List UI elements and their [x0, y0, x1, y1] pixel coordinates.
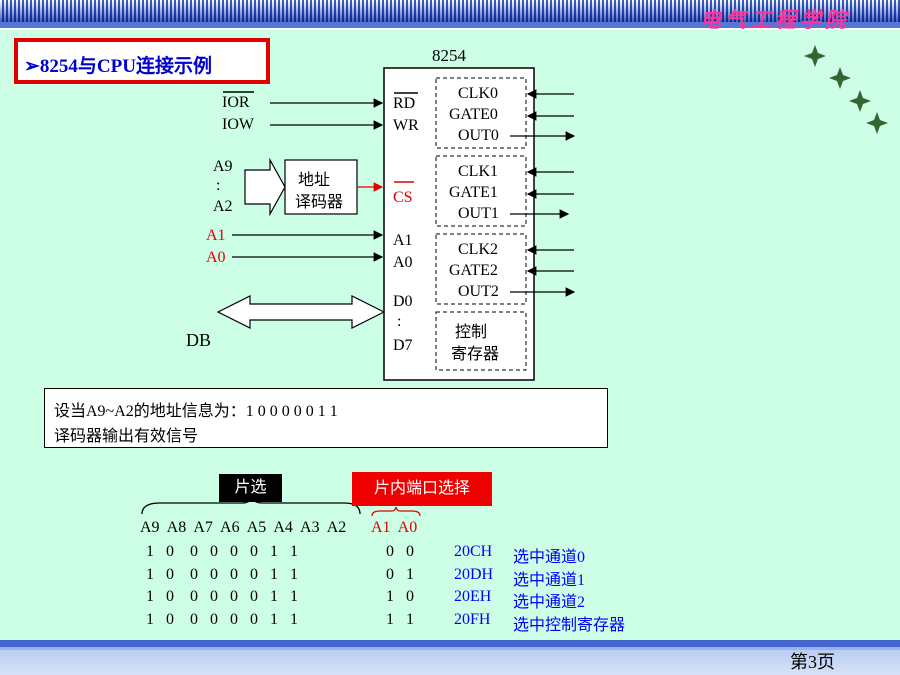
table-row-1-desc: 选中通道1	[513, 572, 586, 589]
school-name: 电气工程学院	[700, 7, 850, 32]
address-block-arrow	[244, 157, 286, 217]
iow-label: IOW	[222, 116, 254, 133]
table-row-3-addr: 20FH	[454, 611, 491, 628]
port-select-label: 片内端口选择	[352, 472, 492, 506]
table-row-2-high: 1 0 0 0 0 0 1 1	[146, 588, 298, 605]
clk1-label: CLK1	[458, 163, 498, 180]
control-label-line2: 寄存器	[451, 346, 500, 363]
d0-d7-colon: :	[397, 313, 402, 330]
out1-label: OUT1	[458, 205, 499, 222]
control-register-box	[435, 311, 527, 371]
chip-8254-body	[383, 67, 535, 381]
cpu-a0-label: A0	[206, 249, 226, 266]
db-label: DB	[186, 330, 212, 350]
a0-pin: A0	[393, 254, 413, 271]
table-row-2-desc: 选中通道2	[513, 594, 586, 611]
d0-pin: D0	[393, 293, 413, 310]
wr-pin: WR	[393, 117, 419, 134]
table-row-0-high: 1 0 0 0 0 0 1 1	[146, 543, 298, 560]
rd-pin: RD	[393, 95, 416, 112]
cpu-a1-label: A1	[206, 227, 226, 244]
gate2-label: GATE2	[449, 262, 498, 279]
info-line-1: 设当A9~A2的地址信息为：1 0 0 0 0 0 1 1	[54, 403, 338, 420]
top-banner-line	[0, 22, 900, 28]
a2-label: A2	[213, 198, 233, 215]
table-header-low: A1 A0	[371, 519, 418, 536]
clk2-label: CLK2	[458, 241, 498, 258]
a9-a2-colon: :	[216, 177, 221, 194]
table-row-1-high: 1 0 0 0 0 0 1 1	[146, 566, 298, 583]
table-row-0-addr: 20CH	[454, 543, 493, 560]
bottom-banner-fill	[0, 650, 900, 675]
table-row-0-low: 0 0	[386, 543, 414, 560]
table-row-3-low: 1 1	[386, 611, 414, 628]
cs-pin: CS	[393, 189, 413, 206]
counter0-box	[435, 77, 527, 149]
out2-label: OUT2	[458, 283, 499, 300]
table-row-0-desc: 选中通道0	[513, 549, 586, 566]
table-row-1-low: 0 1	[386, 566, 414, 583]
counter1-box	[435, 155, 527, 227]
bottom-banner	[0, 640, 900, 647]
top-banner-divider	[0, 28, 900, 30]
data-bus-arrow	[216, 295, 386, 329]
counter2-box	[435, 233, 527, 305]
decoder-label-line1: 地址	[298, 172, 331, 189]
top-banner	[0, 0, 900, 22]
info-line-2: 译码器输出有效信号	[54, 428, 199, 445]
ior-label: IOR	[222, 94, 250, 111]
bottom-banner-line	[0, 647, 900, 650]
table-row-3-high: 1 0 0 0 0 0 1 1	[146, 611, 298, 628]
d7-pin: D7	[393, 337, 413, 354]
table-row-3-desc: 选中控制寄存器	[513, 617, 626, 634]
control-label-line1: 控制	[455, 324, 488, 341]
decoder-label-line2: 译码器	[295, 194, 344, 211]
table-header-high: A9 A8 A7 A6 A5 A4 A3 A2	[140, 519, 347, 536]
info-box	[44, 388, 608, 448]
chip-name: 8254	[432, 46, 466, 65]
a9-label: A9	[213, 158, 233, 175]
slide-title: ➢8254与CPU连接示例	[24, 56, 212, 77]
table-row-2-addr: 20EH	[454, 588, 492, 605]
a1-pin: A1	[393, 232, 413, 249]
gate0-label: GATE0	[449, 106, 498, 123]
chip-select-label: 片选	[219, 474, 282, 502]
table-row-1-addr: 20DH	[454, 566, 494, 583]
title-frame	[14, 38, 270, 84]
gate1-label: GATE1	[449, 184, 498, 201]
page-number: 第3页	[790, 652, 835, 672]
star-decoration-icon	[804, 45, 888, 134]
port-select-brace	[371, 506, 421, 517]
table-row-2-low: 1 0	[386, 588, 414, 605]
clk0-label: CLK0	[458, 85, 498, 102]
out0-label: OUT0	[458, 127, 499, 144]
